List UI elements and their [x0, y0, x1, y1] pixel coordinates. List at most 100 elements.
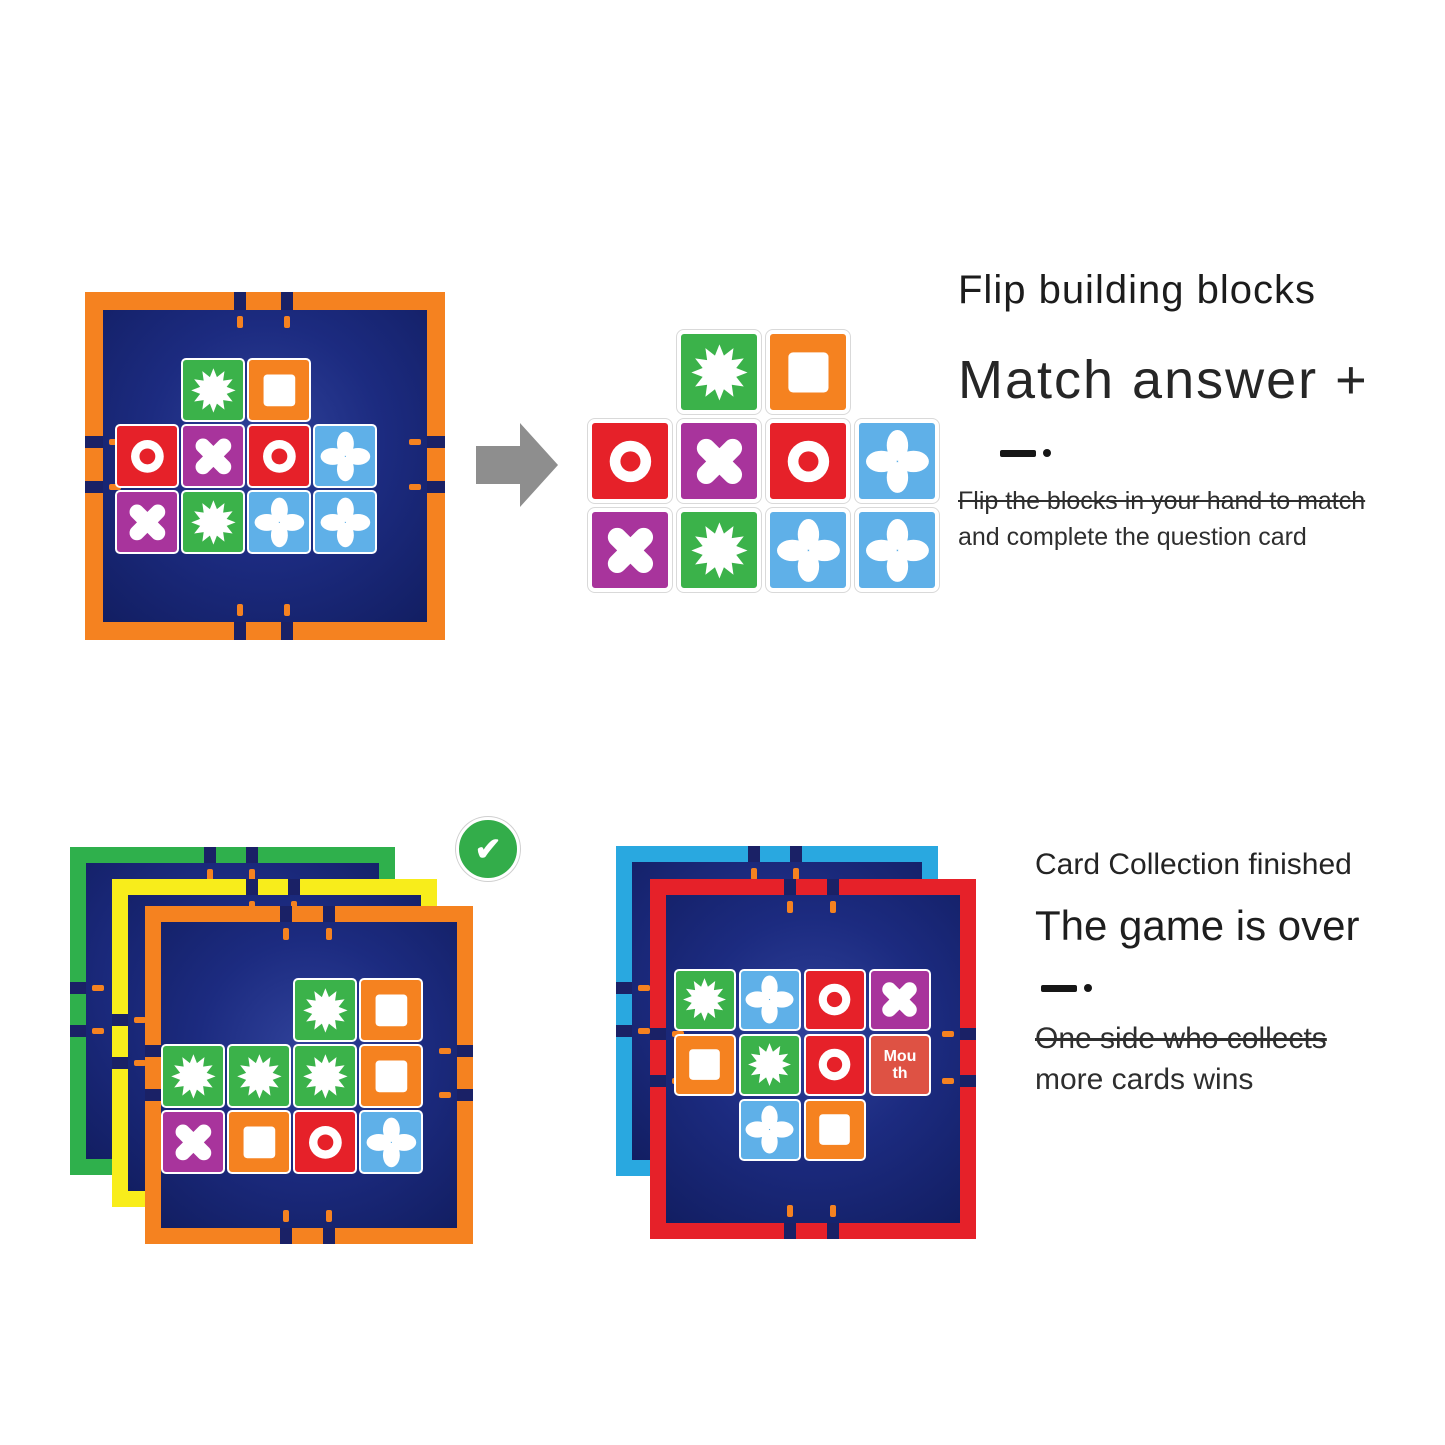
frame-notch	[280, 622, 293, 640]
tile-star-icon	[293, 978, 357, 1042]
inner-dash	[409, 483, 421, 490]
tile-ring-icon	[115, 424, 179, 488]
tile-star-icon	[293, 1044, 357, 1108]
tile-flower-icon	[359, 1110, 423, 1174]
top-caption-line2: and complete the question card	[958, 523, 1307, 551]
frame-notch	[457, 1045, 473, 1058]
tile-x-icon	[161, 1110, 225, 1174]
frame-notch	[233, 622, 246, 640]
inner-dash	[787, 1205, 794, 1217]
bottom-caption-line1: One side who collects	[1035, 1022, 1327, 1055]
frame-notch	[70, 1024, 86, 1037]
right-arrow-icon	[476, 418, 558, 512]
divider-dash	[1000, 449, 1036, 457]
inner-dash	[439, 1092, 451, 1099]
tile-x-icon	[676, 418, 762, 504]
frame-notch	[233, 292, 246, 310]
frame-notch	[288, 879, 300, 895]
tile-ring-icon	[804, 969, 866, 1031]
tile-square-icon	[247, 358, 311, 422]
dash-dot-divider-icon	[1041, 984, 1435, 992]
frame-notch	[145, 1089, 161, 1102]
tile-flower-icon	[854, 418, 940, 504]
inner-dash	[109, 483, 121, 490]
frame-notch	[203, 847, 216, 863]
check-icon: ✔	[456, 817, 520, 881]
inner-dash	[92, 985, 104, 992]
tile-x-icon	[869, 969, 931, 1031]
frame-notch	[280, 1228, 293, 1244]
frame-notch	[457, 1089, 473, 1102]
right-arrow-shape	[476, 423, 558, 507]
divider-dash	[1041, 984, 1077, 992]
tile-ring-icon	[247, 424, 311, 488]
check-glyph: ✔	[474, 831, 502, 867]
inner-dash	[672, 1030, 684, 1037]
frame-notch	[784, 879, 797, 895]
tile-flower-icon	[854, 507, 940, 593]
tile-square-icon	[359, 1044, 423, 1108]
divider-dot	[1084, 984, 1092, 992]
bottom-title: The game is over	[1035, 902, 1360, 949]
tile-flower-icon	[313, 424, 377, 488]
frame-notch	[85, 480, 103, 493]
tile-square-icon	[227, 1110, 291, 1174]
tile-square-icon	[674, 1034, 736, 1096]
flipped-blocks	[587, 329, 942, 594]
tile-flower-icon	[739, 1099, 801, 1161]
tile-grid	[587, 329, 940, 593]
tile-star-icon	[161, 1044, 225, 1108]
top-title: Flip building blocks	[958, 268, 1316, 312]
inner-dash	[283, 316, 290, 328]
inner-dash	[751, 868, 758, 880]
inner-dash	[793, 868, 800, 880]
tile-grid	[115, 358, 377, 554]
inner-dash	[236, 604, 243, 616]
frame-notch	[427, 480, 445, 493]
inner-dash	[283, 1210, 290, 1222]
frame-notch	[960, 1027, 976, 1040]
frame-notch	[826, 1223, 839, 1239]
inner-dash	[283, 604, 290, 616]
divider-dot	[1043, 449, 1051, 457]
bottom-caption-line2: more cards wins	[1035, 1063, 1254, 1096]
frame-notch	[280, 906, 293, 922]
inner-dash	[236, 316, 243, 328]
frame-notch	[322, 1228, 335, 1244]
frame-notch	[960, 1074, 976, 1087]
inner-dash	[206, 869, 213, 881]
tile-ring-icon	[293, 1110, 357, 1174]
frame-notch	[616, 981, 632, 994]
frame-notch	[322, 906, 335, 922]
tile-ring-icon	[765, 418, 851, 504]
frame-notch	[790, 846, 803, 862]
tile-star-icon	[739, 1034, 801, 1096]
tile-x-icon	[181, 424, 245, 488]
top-caption-line1: Flip the blocks in your hand to match	[958, 487, 1366, 515]
inner-dash	[829, 901, 836, 913]
tile-square-icon	[765, 329, 851, 415]
tile-ring-icon	[804, 1034, 866, 1096]
tile-ring-icon	[587, 418, 673, 504]
inner-dash	[134, 1017, 146, 1024]
inner-dash	[409, 438, 421, 445]
inner-dash	[249, 869, 255, 881]
tile-star-icon	[676, 329, 762, 415]
frame-notch	[748, 846, 761, 862]
tile-square-icon	[804, 1099, 866, 1161]
bottom-instructions: Card Collection finished The game is ove…	[1035, 848, 1435, 1100]
inner-dash	[638, 1027, 650, 1034]
frame-notch	[650, 1027, 666, 1040]
top-subtitle: Match answer +	[958, 350, 1369, 410]
tile-star-icon	[181, 490, 245, 554]
frame-notch	[826, 879, 839, 895]
frame-notch	[280, 292, 293, 310]
tile-flower-icon	[313, 490, 377, 554]
frame-notch	[85, 435, 103, 448]
frame-notch	[112, 1056, 128, 1069]
inner-dash	[942, 1077, 954, 1084]
frame-notch	[246, 847, 258, 863]
